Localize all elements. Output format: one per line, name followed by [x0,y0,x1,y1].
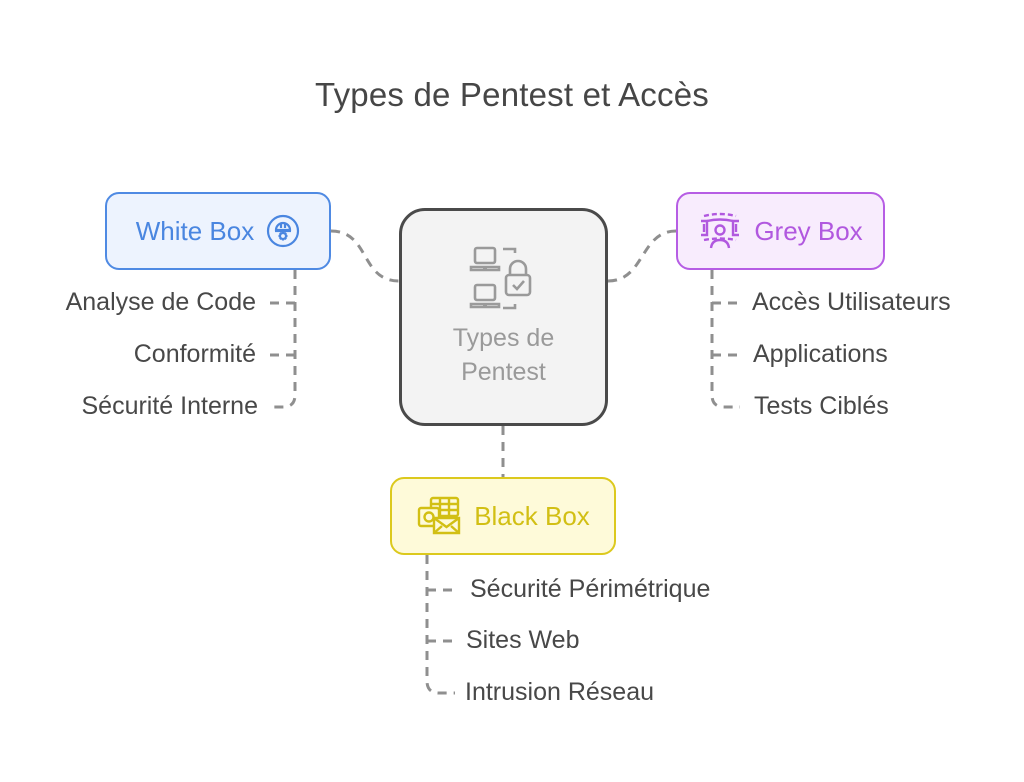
tree-black-trunk [425,555,455,695]
center-label-line2: Pentest [461,358,546,386]
white-box-item: Conformité [133,340,256,368]
center-node[interactable]: Types de Pentest [399,208,608,426]
diagram-title: Types de Pentest et Accès [315,76,709,113]
outlook-mail-grid-icon [417,496,461,535]
white-box-item: Sécurité Interne [81,392,259,420]
black-box-item: Sécurité Périmétrique [470,575,711,603]
connector-white-to-center [330,229,400,283]
white-box-item: Analyse de Code [65,288,256,316]
connector-grey-to-center [607,229,677,283]
black-box-label: Black Box [474,500,590,531]
grey-box-item: Accès Utilisateurs [752,288,951,316]
user-scan-icon [701,212,740,249]
center-label-line1: Types de [452,324,555,352]
laptops-lock-icon [469,246,531,310]
black-box-node[interactable]: Black Box [390,477,616,555]
engineer-helmet-gear-icon [267,214,300,248]
grey-box-item: Tests Ciblés [754,392,889,420]
black-box-item: Sites Web [466,626,580,654]
black-box-item: Intrusion Réseau [465,678,655,706]
grey-box-item: Applications [753,340,888,368]
white-box-label: White Box [135,215,255,246]
tree-white-trunk [268,270,297,409]
grey-box-label: Grey Box [754,215,863,246]
tree-grey-trunk [710,270,740,409]
white-box-node[interactable]: White Box [105,192,331,270]
grey-box-node[interactable]: Grey Box [676,192,885,270]
